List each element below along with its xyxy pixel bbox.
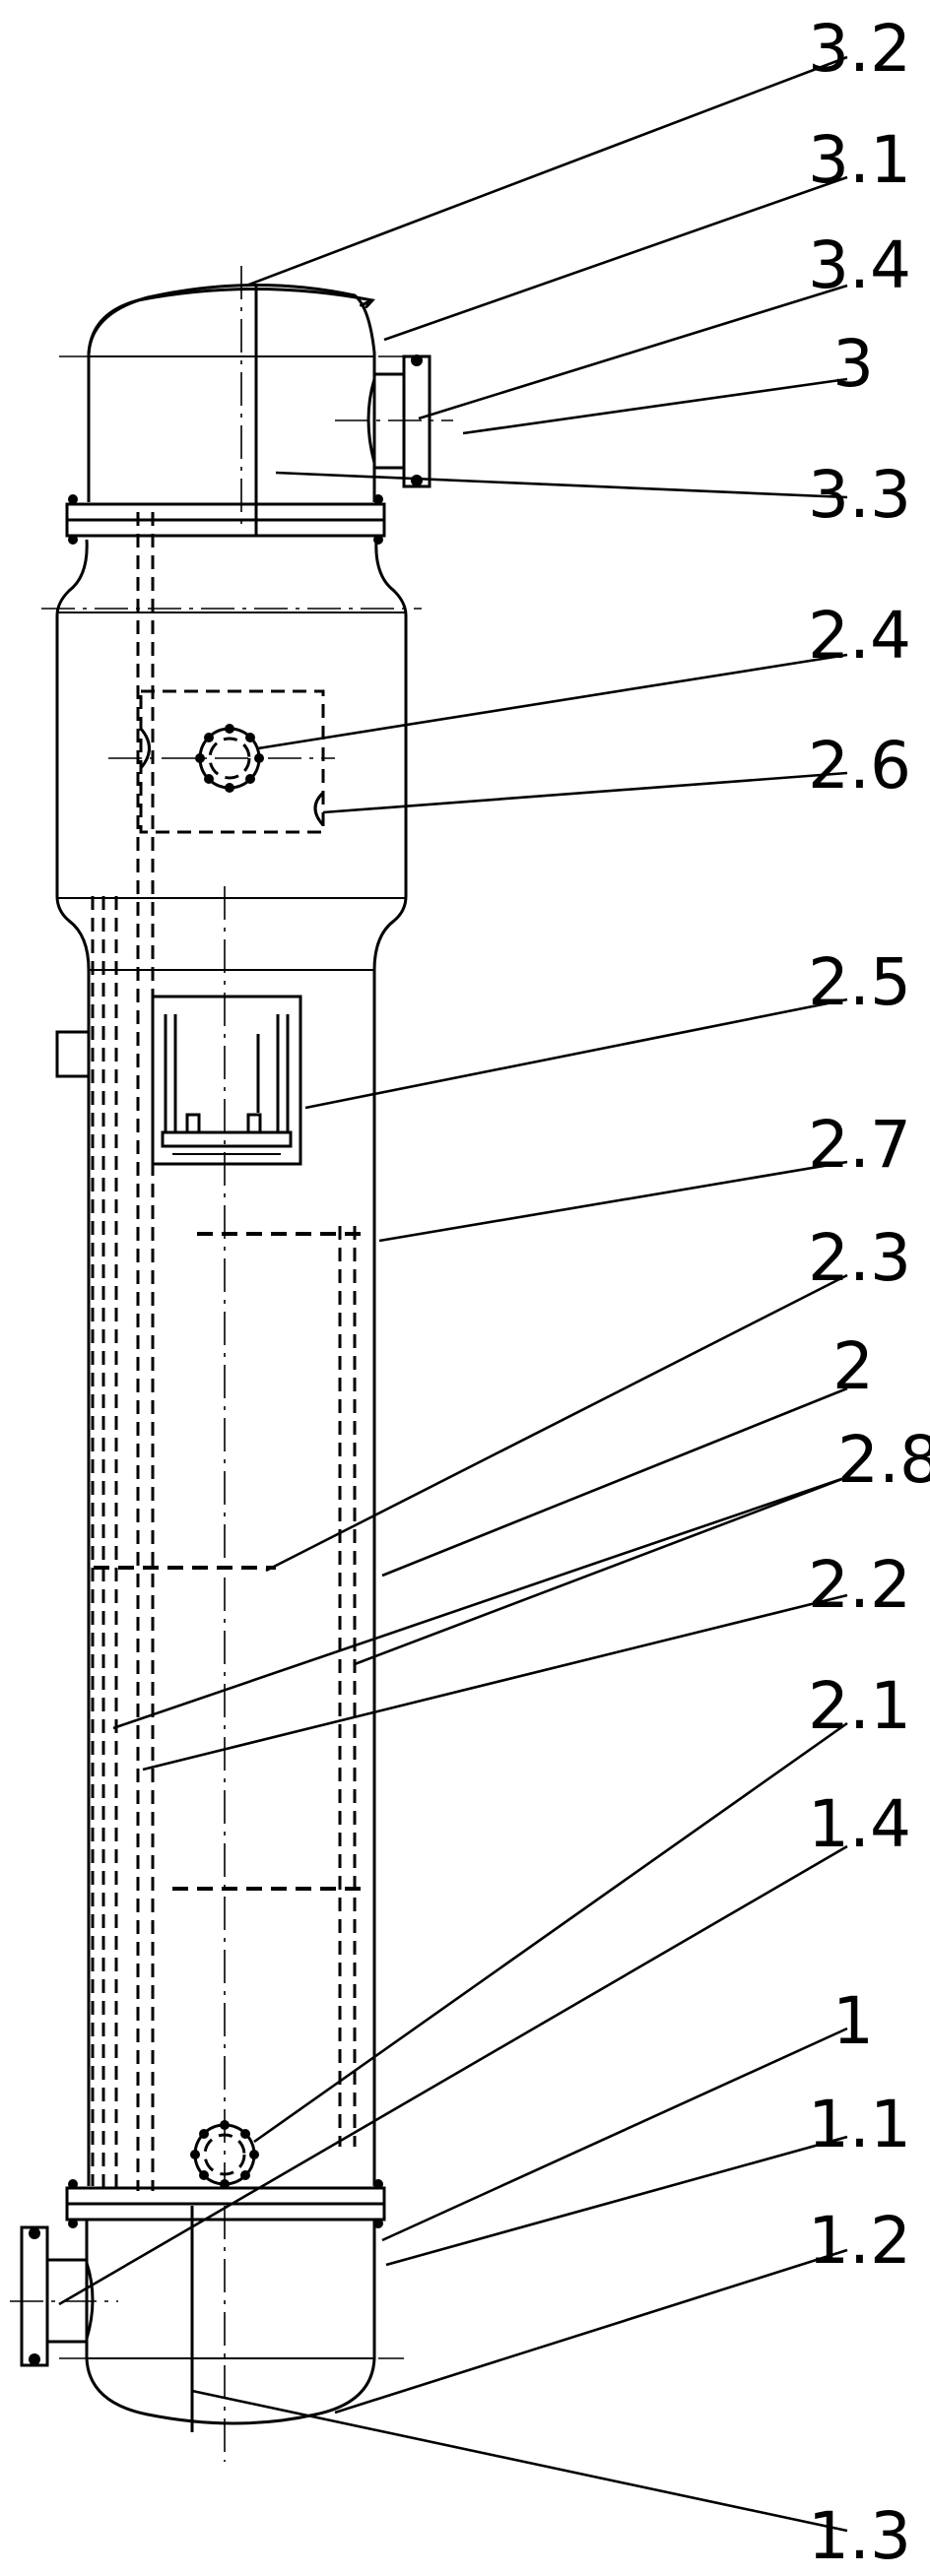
label-2-7: 2.7 [808, 1107, 911, 1183]
upper-manhole [195, 724, 264, 793]
label-1: 1 [832, 1983, 874, 2059]
leader-lines [58, 55, 848, 2533]
bottom-head [59, 2206, 404, 2462]
main-shell [55, 970, 376, 2186]
label-3-1: 3.1 [808, 122, 911, 198]
part-labels: 3.2 3.1 3.4 3 3.3 2.4 2.6 2.5 2.7 2.3 2 … [808, 11, 930, 2574]
label-3-2: 3.2 [808, 11, 911, 87]
label-3: 3 [832, 326, 874, 402]
label-2-4: 2.4 [808, 598, 911, 674]
label-1-4: 1.4 [808, 1786, 911, 1862]
label-2-6: 2.6 [808, 728, 911, 804]
label-2-3: 2.3 [808, 1220, 911, 1296]
bottom-flange [65, 2179, 386, 2228]
label-2-8: 2.8 [837, 1422, 930, 1498]
instrument-box [151, 995, 302, 1166]
bottom-side-nozzle [10, 2225, 118, 2367]
label-3-4: 3.4 [808, 227, 911, 303]
trays [94, 1232, 365, 1891]
top-flange [65, 494, 386, 545]
top-side-nozzle [335, 354, 453, 488]
label-1-3: 1.3 [808, 2498, 911, 2574]
label-2-5: 2.5 [808, 944, 911, 1020]
top-head [59, 266, 404, 532]
label-2-2: 2.2 [808, 1547, 911, 1623]
label-1-2: 1.2 [808, 2203, 911, 2279]
label-2-1: 2.1 [808, 1668, 911, 1744]
inner-tubes [91, 512, 357, 2191]
label-2: 2 [832, 1328, 874, 1404]
label-1-1: 1.1 [808, 2087, 911, 2162]
sight-window [108, 689, 335, 834]
upper-shell [41, 539, 422, 971]
label-3-3: 3.3 [808, 457, 911, 533]
